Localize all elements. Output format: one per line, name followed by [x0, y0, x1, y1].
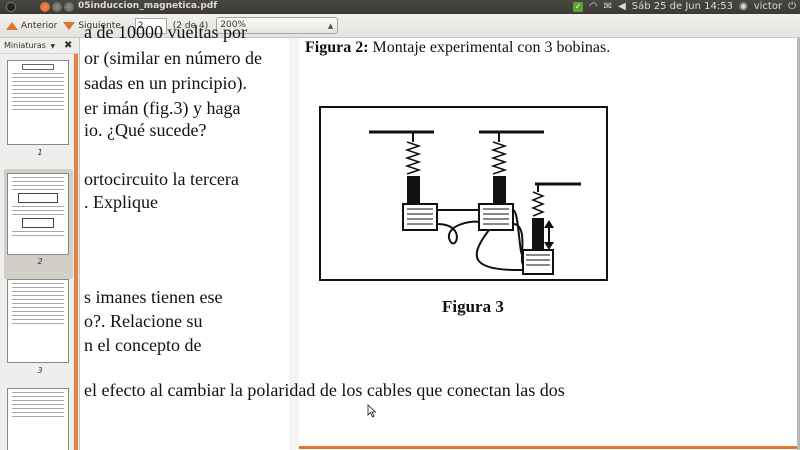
sidebar-scrollbar[interactable]: [74, 54, 78, 450]
minimize-window-button[interactable]: [52, 2, 62, 12]
page-count: (2 de 4): [172, 20, 209, 31]
chevron-down-icon[interactable]: ▼: [50, 43, 56, 50]
previous-page-button[interactable]: Anterior: [6, 21, 57, 31]
toolbar: Anterior Siguiente 2 (2 de 4) 200% ▲▼: [0, 14, 800, 45]
clock[interactable]: Sáb 25 de Jun 14:53: [631, 1, 733, 12]
paragraph-line: n el concepto de: [84, 335, 202, 355]
zoom-value: 200%: [220, 20, 246, 30]
paragraph-line: . Explique: [84, 192, 158, 212]
mail-icon[interactable]: ✉: [603, 1, 613, 12]
arrow-up-icon: [6, 21, 18, 30]
thumbnail-page-2[interactable]: [7, 173, 69, 255]
vertical-scrollbar[interactable]: [797, 38, 800, 450]
thumbnail-page-number: 3: [37, 366, 43, 375]
volume-icon[interactable]: ◀: [618, 1, 626, 12]
thumbnail-page-3[interactable]: [7, 279, 69, 363]
zoom-select[interactable]: 200% ▲▼: [216, 17, 339, 45]
close-sidebar-icon[interactable]: ✖: [64, 40, 73, 51]
wifi-icon[interactable]: ◠: [588, 1, 598, 12]
title-bar: 05induccion_magnetica.pdf ✓ ◠ ✉ ◀ Sáb 25…: [0, 0, 800, 14]
thumbnails-sidebar: Miniaturas ▼ ✖ 1 2 3: [0, 38, 80, 450]
thumbnail-page-1[interactable]: [7, 60, 69, 145]
paragraph-line: or (similar en número de: [84, 48, 262, 68]
paragraph-line: ortocircuito la tercera: [84, 169, 239, 189]
previous-page-label: Anterior: [21, 20, 58, 31]
next-page-button[interactable]: Siguiente: [63, 20, 121, 31]
arrow-down-icon: [63, 21, 76, 30]
paragraph-line: el efecto al cambiar la polaridad de los…: [84, 380, 565, 400]
mouse-cursor-icon: [367, 404, 377, 418]
page-gap: [289, 38, 299, 450]
maximize-window-button[interactable]: [64, 2, 74, 12]
thumbnail-page-number: 1: [37, 148, 43, 157]
sidebar-title: Miniaturas: [4, 41, 46, 50]
close-window-button[interactable]: [40, 2, 50, 12]
paragraph-line: er imán (fig.3) y haga: [84, 98, 241, 118]
power-icon[interactable]: ⏻: [788, 1, 796, 12]
paragraph-line: sadas en un principio).: [84, 73, 247, 93]
figure-2-text: Montaje experimental con 3 bobinas.: [368, 39, 611, 56]
ubuntu-logo-icon[interactable]: [6, 2, 16, 12]
paragraph-line: io. ¿Qué sucede?: [84, 120, 207, 140]
paragraph-line: a de 10000 vueltas por: [84, 22, 247, 42]
figure-3-caption: Figura 3: [442, 297, 504, 316]
sidebar-header[interactable]: Miniaturas ▼ ✖: [0, 38, 79, 54]
page-boundary-line: [299, 446, 797, 449]
paragraph-line: o?. Relacione su: [84, 311, 203, 331]
user-name[interactable]: victor: [753, 1, 783, 12]
page-left: [81, 38, 289, 450]
figure-2-label: Figura 2:: [305, 39, 369, 56]
update-icon[interactable]: ✓: [572, 2, 583, 12]
thumbnail-page-number: 2: [37, 257, 43, 266]
system-tray: ✓ ◠ ✉ ◀ Sáb 25 de Jun 14:53 ◉ victor ⏻: [572, 0, 800, 14]
thumbnail-page-4[interactable]: [7, 388, 69, 450]
figure-2-caption: Figura 2: Montaje experimental con 3 bob…: [305, 39, 610, 57]
user-icon[interactable]: ◉: [738, 1, 748, 12]
next-page-label: Siguiente: [78, 20, 121, 31]
paragraph-line: s imanes tienen ese: [84, 287, 223, 307]
page-number-input[interactable]: 2: [134, 17, 167, 34]
window-title: 05induccion_magnetica.pdf: [78, 1, 218, 11]
figure-3-diagram: [319, 106, 608, 281]
